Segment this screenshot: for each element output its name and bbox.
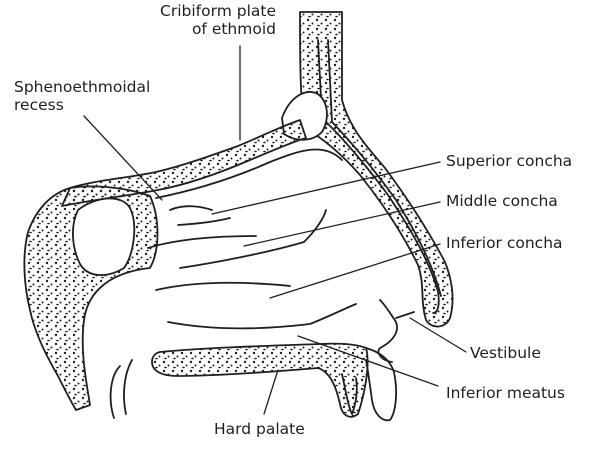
- label-inferior-meatus: Inferior meatus: [446, 384, 565, 402]
- label-hard-palate: Hard palate: [214, 420, 305, 438]
- vestibule-mark: [396, 312, 414, 318]
- label-vestibule: Vestibule: [470, 344, 541, 362]
- label-cribriform-line1: Cribiform plate: [118, 2, 276, 20]
- sphenoid-sinus: [73, 198, 134, 275]
- nostril: [379, 300, 398, 362]
- label-cribriform-line2: of ethmoid: [118, 20, 276, 38]
- label-middle-concha: Middle concha: [446, 192, 558, 210]
- label-sphenoethmoidal-line2: recess: [14, 96, 150, 114]
- palate-lower-line: [111, 360, 132, 418]
- label-sphenoethmoidal-recess: Sphenoethmoidal recess: [14, 78, 150, 114]
- label-cribriform-plate: Cribiform plate of ethmoid: [118, 2, 276, 38]
- label-sphenoethmoidal-line1: Sphenoethmoidal: [14, 78, 150, 96]
- nasal-bone: [300, 12, 452, 327]
- label-inferior-concha: Inferior concha: [446, 234, 563, 252]
- inferior-concha-shape: [156, 283, 356, 329]
- label-superior-concha: Superior concha: [446, 152, 572, 170]
- upper-lip: [366, 348, 396, 420]
- hard-palate-bone: [152, 344, 368, 417]
- leader-inferior-concha: [270, 244, 440, 298]
- middle-concha-shape: [148, 210, 326, 268]
- leader-hard-palate: [264, 370, 278, 414]
- superior-concha-shape: [170, 206, 230, 225]
